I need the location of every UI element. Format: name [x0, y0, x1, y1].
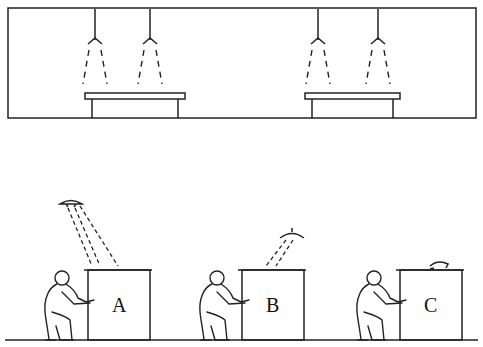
- bench-letter: C: [424, 295, 437, 315]
- worker-figure: [357, 271, 406, 340]
- light-rays: [83, 50, 390, 84]
- worker-figure: [200, 271, 249, 340]
- floor-and-benches: [5, 270, 478, 340]
- worker-figure: [45, 271, 94, 340]
- room-frame: [8, 8, 476, 118]
- task-light-rays: [68, 206, 434, 270]
- bench-letter: A: [112, 295, 126, 315]
- task-lamps: [60, 201, 448, 269]
- bench-letter: B: [266, 295, 279, 315]
- tables: [85, 93, 400, 118]
- ceiling-lamps: [88, 9, 385, 44]
